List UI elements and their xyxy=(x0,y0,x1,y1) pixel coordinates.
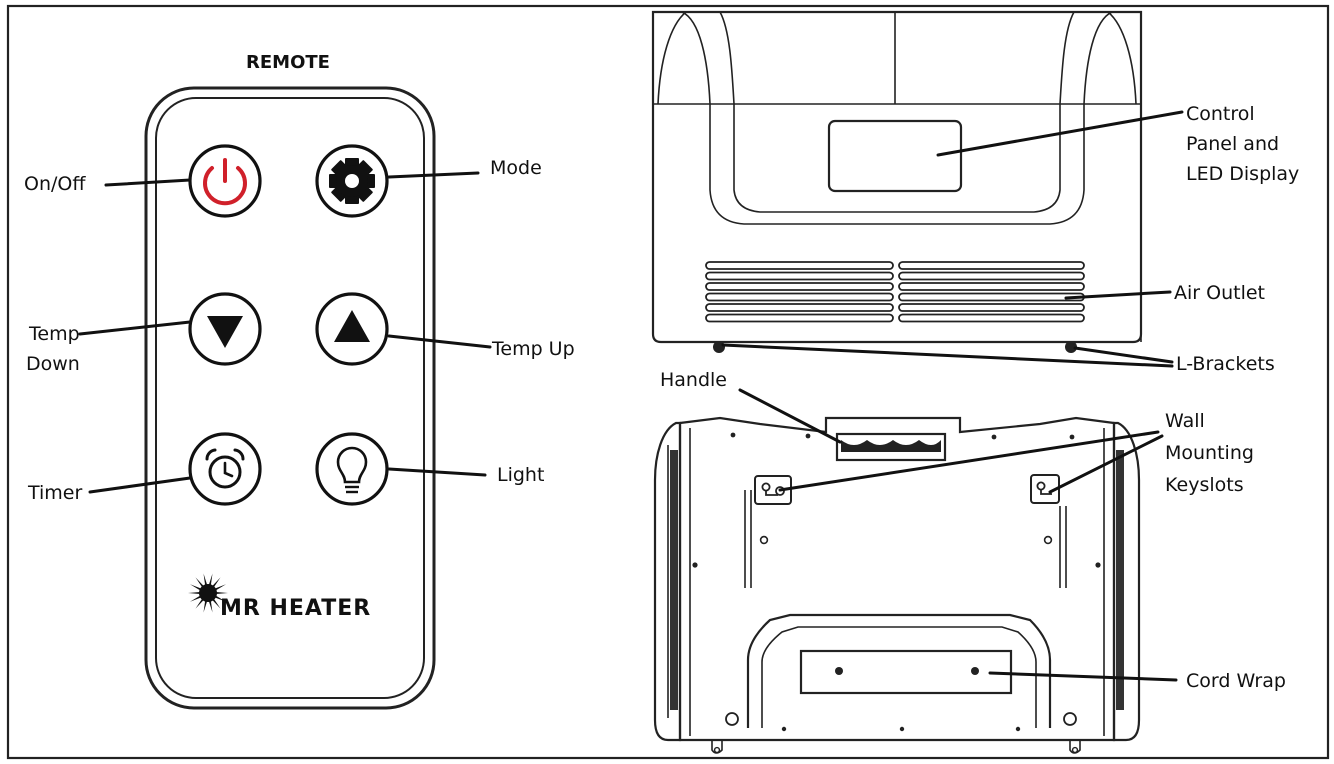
keyslot-right-callout-line xyxy=(1048,434,1164,494)
temp-up-button[interactable] xyxy=(315,292,389,366)
remote-body-outer xyxy=(144,86,436,710)
triangle-down-icon xyxy=(207,316,243,348)
light-label: Light xyxy=(497,464,544,486)
cord-wrap-label: Cord Wrap xyxy=(1186,670,1286,692)
remote-group: REMOTE xyxy=(24,52,575,710)
timer-callout-line xyxy=(88,476,192,494)
mode-label: Mode xyxy=(490,157,542,179)
heater-front-group: Control Panel and LED Display Air Outlet… xyxy=(651,10,1299,375)
timer-button[interactable] xyxy=(188,432,262,506)
temp-down-label-line2: Down xyxy=(26,353,80,375)
control-panel-label-line2: Panel and xyxy=(1186,133,1279,155)
l-brackets-callout-line-b xyxy=(1073,346,1174,364)
keyslots-label-line2: Mounting xyxy=(1165,442,1254,464)
l-brackets-callout-line-a xyxy=(721,343,1174,368)
light-button[interactable] xyxy=(315,432,389,506)
heater-front-body xyxy=(651,10,1143,344)
on-off-callout-line xyxy=(104,178,192,187)
handle xyxy=(835,432,947,462)
timer-label: Timer xyxy=(27,482,82,504)
heater-back-group: Handle Wall Mounting Keyslots Cord Wrap xyxy=(653,369,1286,754)
cord-wrap-callout-line xyxy=(988,671,1178,682)
outer-frame xyxy=(6,4,1330,760)
remote-title: REMOTE xyxy=(246,52,330,73)
temp-up-callout-line xyxy=(387,334,492,349)
brand-name: MR HEATER xyxy=(220,596,371,621)
remote-body-inner xyxy=(155,97,425,699)
temp-up-label: Temp Up xyxy=(491,338,575,360)
gear-icon xyxy=(329,158,375,204)
handle-callout-line xyxy=(738,388,842,444)
power-icon xyxy=(203,158,247,206)
sunburst-logo-icon xyxy=(188,573,228,613)
control-panel-label-line3: LED Display xyxy=(1186,163,1299,185)
temp-down-callout-line xyxy=(78,320,192,336)
alarm-clock-icon xyxy=(205,448,245,489)
brand-logo: MR HEATER xyxy=(188,573,371,621)
keyslot-left-callout-line xyxy=(778,430,1160,492)
temp-down-label-line1: Temp xyxy=(28,323,80,345)
control-panel-label-line1: Control xyxy=(1186,103,1255,125)
keyslots-label-line3: Keyslots xyxy=(1165,474,1244,496)
air-outlet-callout-line xyxy=(1064,290,1172,300)
l-brackets-label: L-Brackets xyxy=(1176,353,1275,375)
temp-down-button[interactable] xyxy=(188,292,262,366)
triangle-up-icon xyxy=(334,310,370,342)
keyslot-right xyxy=(1030,474,1060,504)
control-panel-callout-line xyxy=(936,110,1184,157)
cord-wrap xyxy=(799,649,1013,695)
light-callout-line xyxy=(387,467,487,477)
heater-back-plate xyxy=(678,416,1116,742)
air-outlet-grille xyxy=(705,261,1085,323)
keyslot-left xyxy=(754,475,792,505)
handle-label: Handle xyxy=(660,369,727,391)
power-button[interactable] xyxy=(188,144,262,218)
mode-callout-line xyxy=(387,171,480,179)
mode-button[interactable] xyxy=(315,144,389,218)
keyslots-label-line1: Wall xyxy=(1165,410,1205,432)
air-outlet-label: Air Outlet xyxy=(1174,282,1265,304)
control-panel-display xyxy=(827,119,963,193)
light-bulb-icon xyxy=(336,446,368,494)
on-off-label: On/Off xyxy=(24,173,86,195)
